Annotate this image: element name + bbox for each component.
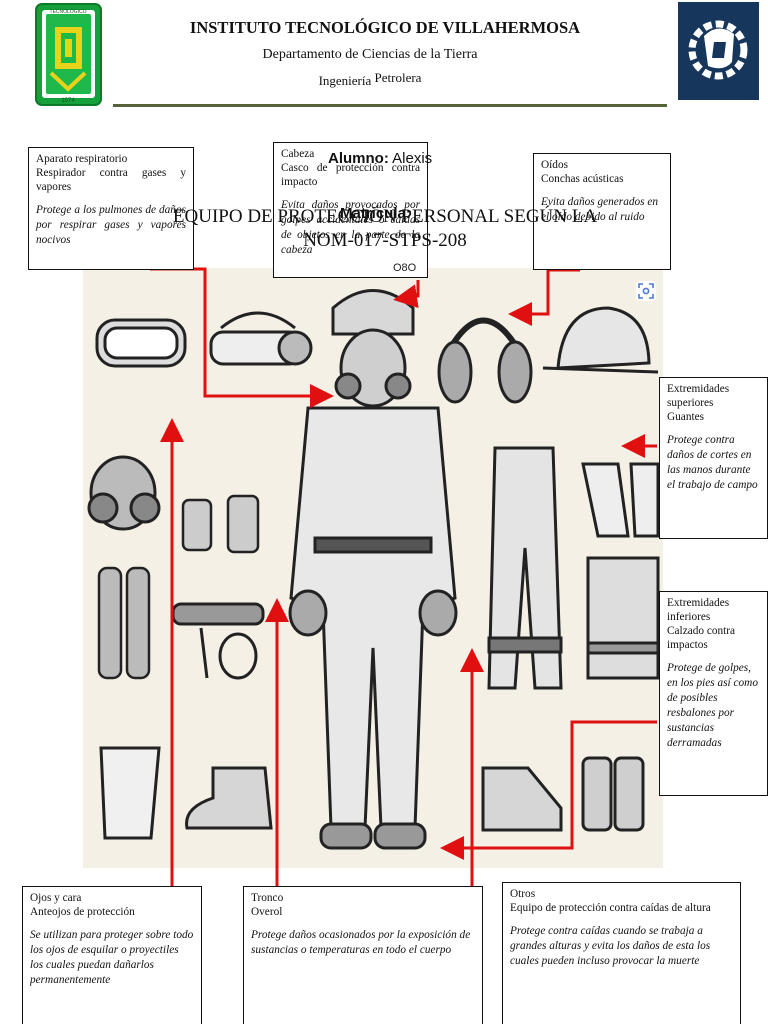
student-label: Alumno: [328,150,389,167]
card-torso-subtitle: Overol [251,906,283,918]
matricula-fragment: O8O [393,262,417,274]
department-label: Departamento de Ciencias de la Tierra [262,47,478,62]
scan-icon[interactable] [636,281,656,301]
card-ears-desc: Evita daños generados en el oído debido … [541,196,659,223]
student-name: Alexis [392,150,433,167]
vest-drawing [586,556,660,680]
worker-drawing [288,289,458,850]
card-eyes-desc: Se utilizan para proteger sobre todo los… [30,929,194,986]
document-title-line1: EQUIPO DE PROTECCIÓN PERSONAL SEGÚN LA [172,206,598,227]
arrow-lower [440,720,657,860]
overall-drawing [487,446,563,690]
tecnm-logo [678,2,759,100]
card-head: Cabeza Casco de protección contra impact… [273,142,428,278]
card-ears: Oídos Conchas acústicas Evita daños gene… [533,153,671,270]
card-lower-subtitle: Calzado contra impactos [667,625,736,651]
card-respirator-subtitle: Respirador contra gases y vapores [36,167,186,193]
card-lower-title: Extremidades inferiores [667,597,730,623]
goggles-band-drawing [209,311,313,366]
card-lower-limbs: Extremidades inferiores Calzado contra i… [659,591,768,796]
document-title: EQUIPO DE PROTECCIÓN PERSONAL SEGÚN LA N… [100,205,670,253]
card-head-subtitle: Casco de protección contra impacto [281,162,420,188]
card-upper-desc: Protege contra daños de cortes en las ma… [667,434,758,491]
card-head-desc: Evita daños provocados por golpes accide… [281,199,420,256]
arrow-ears [508,268,580,326]
card-torso-title: Tronco [251,892,284,904]
student-line: Alumno: Alexis [328,150,432,167]
card-other-desc: Protege contra caídas cuando se trabaja … [510,925,711,967]
helmet-drawing [542,306,659,374]
card-other: Otros Equipo de protección contra caídas… [502,882,741,1024]
career-word-2: Petrolera [374,70,422,85]
card-upper-limbs: Extremidades superiores Guantes Protege … [659,377,768,539]
card-other-subtitle: Equipo de protección contra caídas de al… [510,902,711,914]
gloves-drawing [581,462,660,538]
ppe-illustration [83,268,663,868]
gas-cylinders-drawing [97,566,151,680]
card-ears-subtitle: Conchas acústicas [541,173,624,185]
arrow-respirator [150,267,334,408]
card-eyes-subtitle: Anteojos de protección [30,906,135,918]
card-eyes: Ojos y cara Anteojos de protección Se ut… [22,886,202,1024]
arrow-head [393,280,420,309]
institution-title: INSTITUTO TECNOLÓGICO DE VILLAHERMOSA [189,18,581,37]
card-eyes-title: Ojos y cara [30,892,82,904]
tall-boots-drawing [581,756,645,832]
card-torso-desc: Protege daños ocasionados por la exposic… [251,929,471,956]
document-title-line2: NOM-017-STPS-208 [303,230,467,251]
respirator-drawing [87,455,161,531]
card-respirator-desc: Protege a los pulmones de daños por resp… [36,204,186,246]
header-divider [113,104,667,107]
tec-villahermosa-logo: TECNOLÓGICO 1974 [35,3,102,106]
svg-text:1974: 1974 [61,98,75,104]
card-other-title: Otros [510,888,536,900]
career-word-1: Ingeniería [318,73,372,88]
card-upper-subtitle: Guantes [667,411,705,423]
boot-right-drawing [481,766,563,832]
boot-left-drawing [185,766,273,830]
card-torso: Tronco Overol Protege daños ocasionados … [243,886,483,1024]
goggles-drawing [95,318,187,368]
card-upper-title: Extremidades superiores [667,383,730,409]
card-lower-desc: Protege de golpes, en los pies así como … [667,662,758,749]
glove-left-drawing [99,746,161,840]
card-ears-title: Oídos [541,159,568,171]
spray-bottles-drawing [181,494,260,554]
svg-text:TECNOLÓGICO: TECNOLÓGICO [50,8,87,15]
earmuffs-drawing [437,317,533,404]
card-respirator: Aparato respiratorio Respirador contra g… [28,147,194,270]
card-head-title: Cabeza [281,148,315,160]
matricula-label: Matricula: [340,205,411,222]
career-label: Ingeniería Petrolera [200,70,540,89]
card-respirator-title: Aparato respiratorio [36,153,128,165]
